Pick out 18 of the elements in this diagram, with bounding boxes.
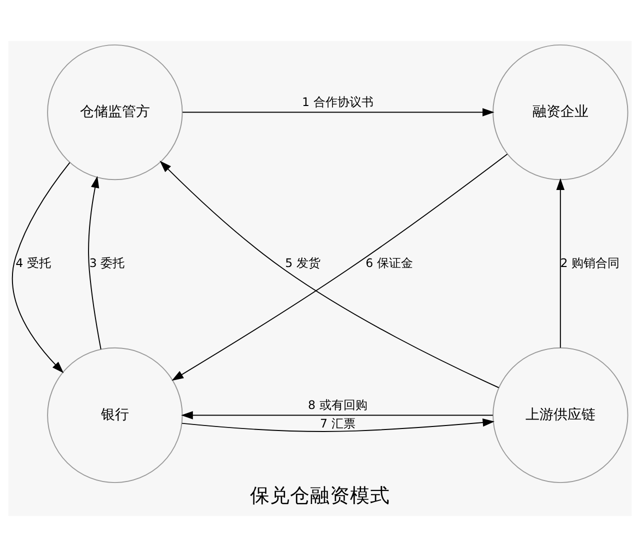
- edge-label: 3 委托: [89, 255, 125, 270]
- node-circle: 融资企业: [492, 44, 628, 180]
- arrow: [556, 178, 565, 348]
- arrow: [181, 410, 494, 419]
- arrow: [88, 176, 102, 350]
- caption: 保兑仓融资模式: [250, 484, 390, 507]
- edge-label: 1 合作协议书: [302, 94, 374, 109]
- edge-label: 6 保证金: [366, 255, 413, 270]
- edge-label: 8 或有回购: [308, 397, 368, 412]
- node-circle: 仓储监管方: [47, 44, 183, 180]
- edge-label: 7 汇票: [320, 416, 356, 430]
- arrow: [12, 162, 70, 373]
- arrow: [181, 418, 495, 432]
- edge-label: 2 购销合同: [560, 255, 620, 270]
- edge-label: 4 受托: [16, 255, 51, 270]
- arrow: [182, 108, 494, 116]
- edge-label: 5 发货: [285, 255, 320, 270]
- node-circle: 上游供应链: [492, 346, 628, 483]
